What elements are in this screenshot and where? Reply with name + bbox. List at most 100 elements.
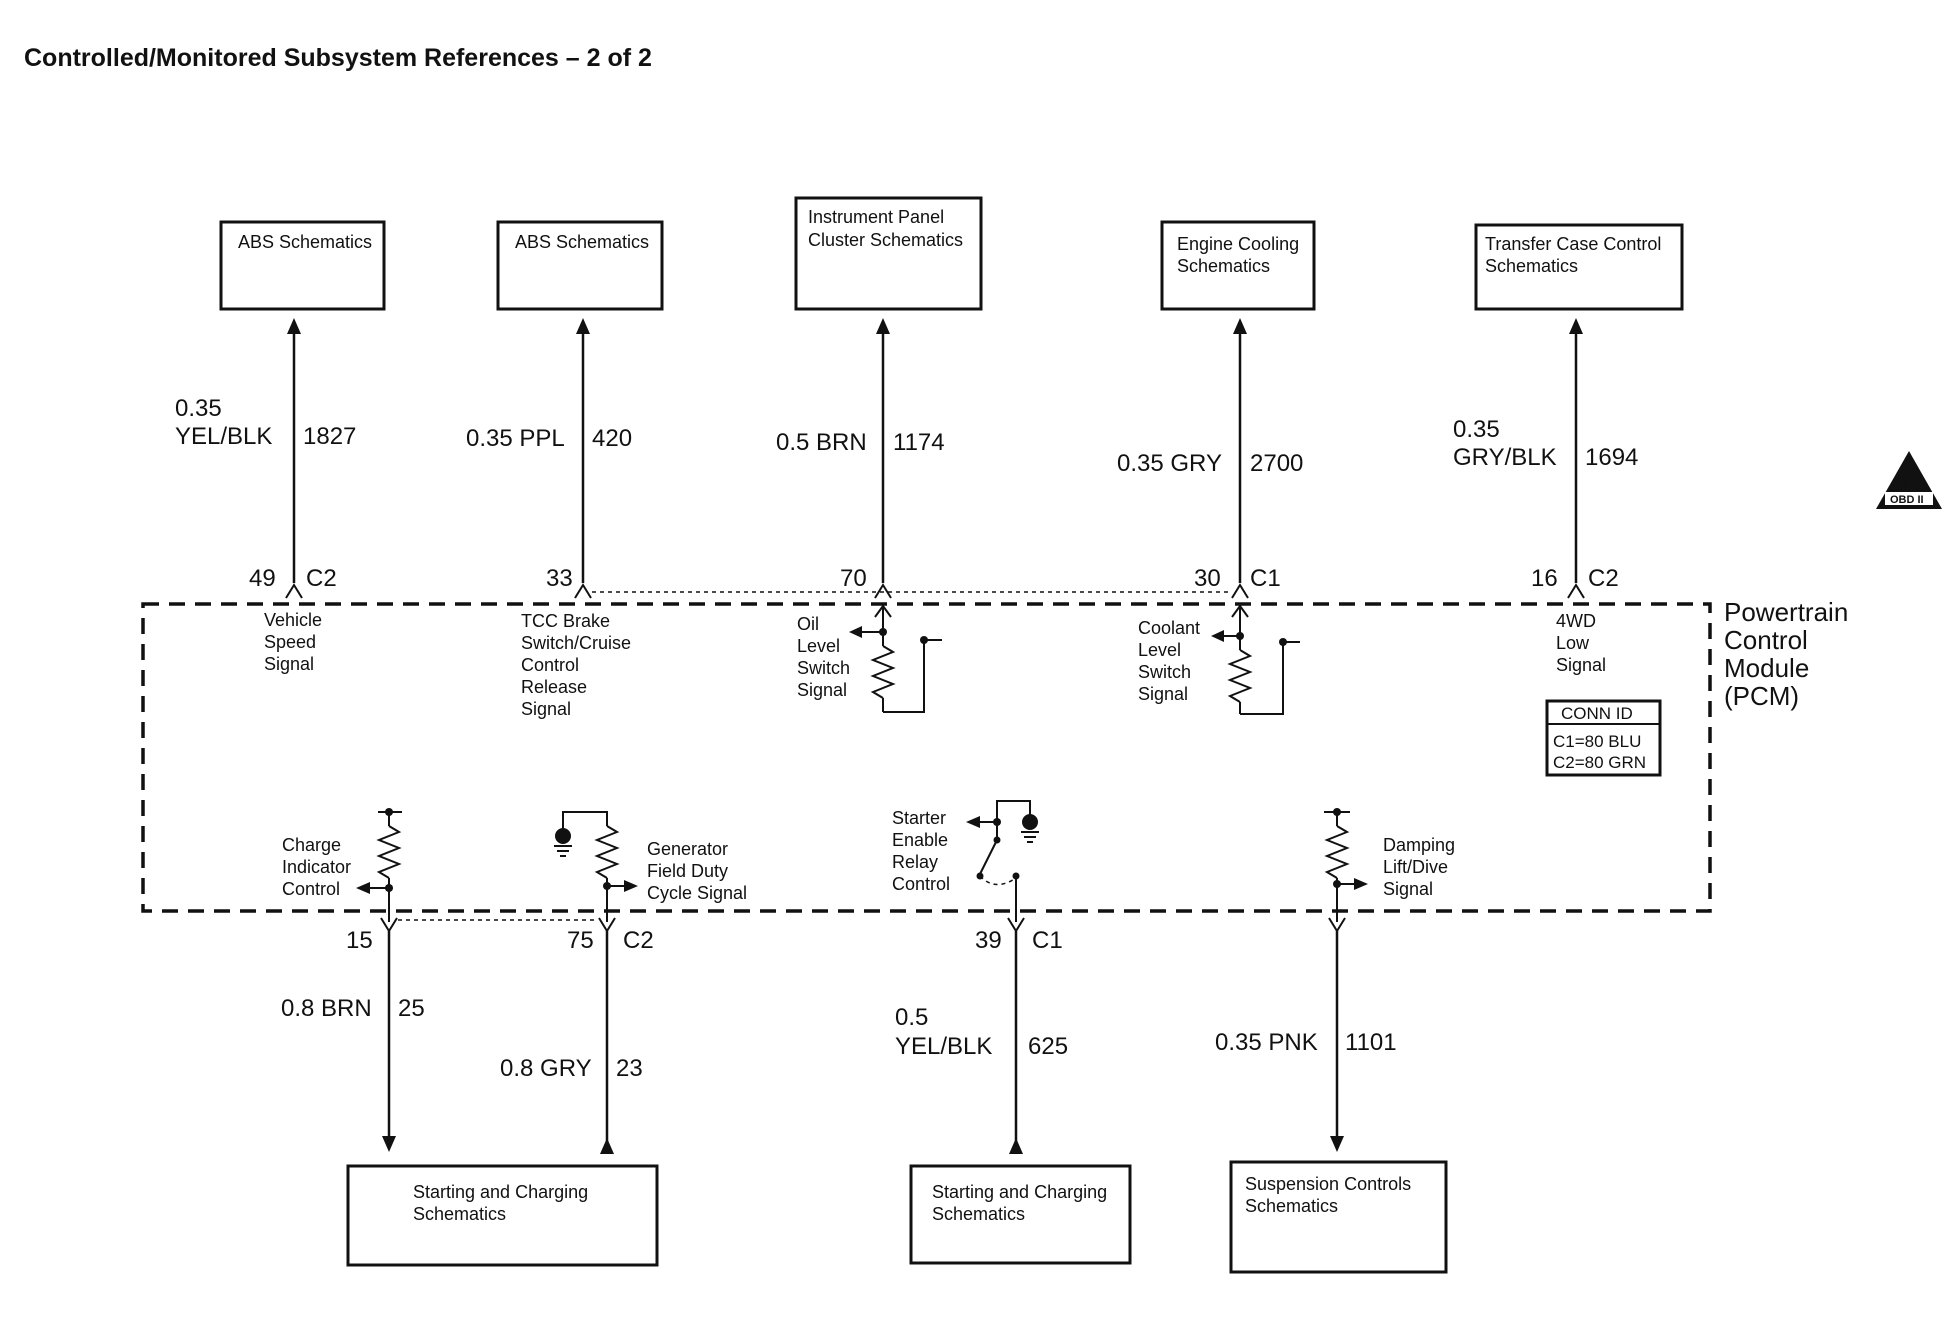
box-starting-charging-schematics-1[interactable] — [346, 1164, 659, 1267]
pcm-label-line-1: Powertrain — [1724, 597, 1848, 627]
conn-id-c1: C1=80 BLU — [1553, 732, 1641, 751]
box-abs-schematics-2-line-1: ABS Schematics — [515, 232, 649, 252]
wire-625[interactable] — [1007, 917, 1025, 1154]
wire-1694-size-line-2: GRY/BLK — [1453, 444, 1557, 471]
wire-1827[interactable] — [285, 318, 303, 599]
signal-generator-field-line-2: Field Duty — [647, 861, 728, 881]
wire-625-size-line-2: YEL/BLK — [895, 1033, 992, 1060]
signal-oil-level-line-3: Switch — [797, 658, 850, 678]
box-starting-charging-1-line-2: Schematics — [413, 1204, 506, 1224]
pcm-label-line-3: Module — [1724, 653, 1809, 683]
signal-oil-level-line-4: Signal — [797, 680, 847, 700]
box-suspension-line-2: Schematics — [1245, 1196, 1338, 1216]
wire-1101-size: 0.35 PNK — [1215, 1029, 1318, 1056]
box-abs-schematics-2[interactable] — [496, 220, 664, 311]
wire-1694-size-line-1: 0.35 — [1453, 416, 1500, 443]
pin-49: 49 — [249, 565, 276, 592]
box-engine-cooling-schematics[interactable] — [1160, 220, 1316, 311]
signal-damping-line-3: Signal — [1383, 879, 1433, 899]
obd-ii-label: OBD II — [1890, 494, 1924, 506]
box-engine-cooling-line-2: Schematics — [1177, 256, 1270, 276]
signal-4wd-low-line-2: Low — [1556, 633, 1590, 653]
signal-tcc-line-2: Switch/Cruise — [521, 633, 631, 653]
connector-c1-top: C1 — [1250, 565, 1281, 592]
coolant-level-switch-circuit-symbol — [1211, 604, 1300, 715]
pin-75: 75 — [567, 927, 594, 954]
wire-1827-size-line-2: YEL/BLK — [175, 423, 272, 450]
conn-id-heading: CONN ID — [1561, 704, 1633, 723]
connector-c2-top-right: C2 — [1588, 565, 1619, 592]
connector-c2-top-left: C2 — [306, 565, 337, 592]
wire-23-size: 0.8 GRY — [500, 1055, 592, 1082]
signal-coolant-level-line-3: Switch — [1138, 662, 1191, 682]
box-transfer-case-control-schematics[interactable] — [1474, 223, 1684, 311]
signal-charge-indicator-line-3: Control — [282, 879, 340, 899]
wire-420-circuit: 420 — [592, 425, 632, 452]
signal-starter-enable-line-4: Control — [892, 874, 950, 894]
pin-39: 39 — [975, 927, 1002, 954]
conn-id-c2: C2=80 GRN — [1553, 753, 1646, 772]
signal-charge-indicator-line-1: Charge — [282, 835, 341, 855]
wire-23-circuit: 23 — [616, 1055, 643, 1082]
box-abs-schematics-1[interactable] — [219, 220, 386, 311]
wire-23[interactable] — [598, 917, 616, 1154]
box-suspension-controls-schematics[interactable] — [1229, 1160, 1448, 1274]
wire-2700[interactable] — [1231, 318, 1249, 599]
wire-2700-circuit: 2700 — [1250, 450, 1303, 477]
wire-1101[interactable] — [1328, 917, 1346, 1152]
obd-ii-badge-icon: II OBD II — [1876, 451, 1942, 509]
signal-generator-field-line-1: Generator — [647, 839, 728, 859]
wire-1827-size-line-1: 0.35 — [175, 395, 222, 422]
wire-25-size: 0.8 BRN — [281, 995, 372, 1022]
signal-generator-field-line-3: Cycle Signal — [647, 883, 747, 903]
wire-25[interactable] — [380, 917, 398, 1152]
box-instrument-panel-cluster-schematics[interactable] — [794, 196, 983, 311]
wire-1101-circuit: 1101 — [1345, 1029, 1397, 1056]
pcm-label-line-2: Control — [1724, 625, 1808, 655]
pcm-module-boundary — [141, 602, 1712, 913]
wire-25-circuit: 25 — [398, 995, 425, 1022]
box-transfer-case-line-1: Transfer Case Control — [1485, 234, 1661, 254]
wire-1174-size: 0.5 BRN — [776, 429, 867, 456]
signal-starter-enable-line-2: Enable — [892, 830, 948, 850]
connector-c2-bottom: C2 — [623, 927, 654, 954]
wire-2700-size: 0.35 GRY — [1117, 450, 1222, 477]
pin-16: 16 — [1531, 565, 1558, 592]
box-starting-charging-schematics-2[interactable] — [909, 1164, 1132, 1265]
signal-coolant-level-line-4: Signal — [1138, 684, 1188, 704]
wire-1827-circuit: 1827 — [303, 423, 356, 450]
wire-625-circuit: 625 — [1028, 1033, 1068, 1060]
conn-id-table: CONN ID C1=80 BLU C2=80 GRN — [1545, 699, 1662, 777]
box-engine-cooling-line-1: Engine Cooling — [1177, 234, 1299, 254]
wire-1174[interactable] — [874, 318, 892, 599]
signal-starter-enable-line-3: Relay — [892, 852, 938, 872]
signal-tcc-line-3: Control — [521, 655, 579, 675]
box-starting-charging-2-line-2: Schematics — [932, 1204, 1025, 1224]
signal-oil-level-line-1: Oil — [797, 614, 819, 634]
obd-ii-symbol: II — [1898, 471, 1909, 493]
box-ipc-line-1: Instrument Panel — [808, 207, 944, 227]
signal-4wd-low-line-3: Signal — [1556, 655, 1606, 675]
wire-625-size-line-1: 0.5 — [895, 1004, 928, 1031]
signal-tcc-line-1: TCC Brake — [521, 611, 610, 631]
pin-15: 15 — [346, 927, 373, 954]
box-starting-charging-2-line-1: Starting and Charging — [932, 1182, 1107, 1202]
signal-damping-line-2: Lift/Dive — [1383, 857, 1448, 877]
box-abs-schematics-1-line-1: ABS Schematics — [238, 232, 372, 252]
starter-enable-relay-circuit-symbol — [966, 800, 1039, 922]
wire-1174-circuit: 1174 — [893, 429, 945, 456]
wire-420-size: 0.35 PPL — [466, 425, 565, 452]
signal-vehicle-speed-line-2: Speed — [264, 632, 316, 652]
box-ipc-line-2: Cluster Schematics — [808, 230, 963, 250]
wire-420[interactable] — [574, 318, 592, 599]
signal-starter-enable-line-1: Starter — [892, 808, 946, 828]
box-transfer-case-line-2: Schematics — [1485, 256, 1578, 276]
oil-level-switch-circuit-symbol — [849, 604, 942, 713]
box-suspension-line-1: Suspension Controls — [1245, 1174, 1411, 1194]
signal-vehicle-speed-line-3: Signal — [264, 654, 314, 674]
charge-indicator-circuit-symbol — [356, 808, 402, 922]
generator-field-circuit-symbol — [554, 811, 638, 922]
signal-charge-indicator-line-2: Indicator — [282, 857, 351, 877]
wire-1694[interactable] — [1567, 318, 1585, 599]
